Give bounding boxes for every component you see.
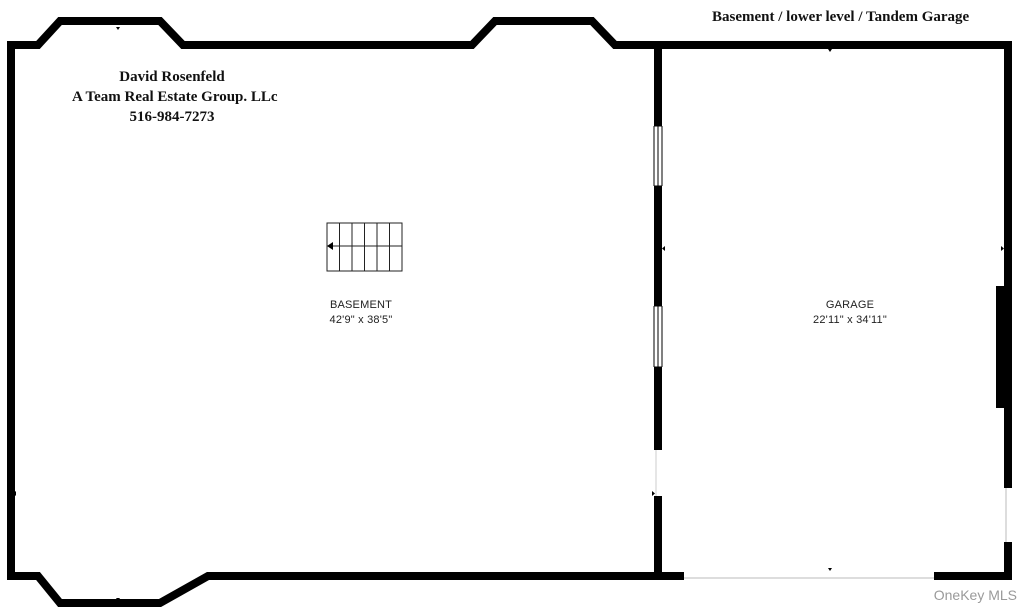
garage-top-wall (658, 41, 1012, 488)
agent-phone: 516-984-7273 (129, 109, 215, 125)
staircase (326, 222, 403, 272)
room-label-garage: GARAGE 22'11" x 34'11" (790, 298, 910, 328)
garage-door-panel (996, 286, 1004, 408)
divider-window-lower (653, 305, 663, 368)
basement-outer-wall (7, 17, 658, 607)
staircase-arrow-icon (327, 242, 333, 250)
agent-info: David Rosenfeld A Team Real Estate Group… (72, 67, 278, 127)
room-label-basement: BASEMENT 42'9" x 38'5" (301, 298, 421, 328)
wall-markers (13, 27, 1004, 601)
agent-name: David Rosenfeld (119, 69, 225, 85)
agent-company: A Team Real Estate Group. LLc (72, 89, 278, 105)
divider-window-upper (653, 125, 663, 187)
plan-title: Basement / lower level / Tandem Garage (712, 9, 970, 25)
room-dimensions: 42'9" x 38'5" (329, 314, 393, 326)
room-name: GARAGE (825, 299, 875, 311)
room-name: BASEMENT (329, 299, 393, 311)
room-dimensions: 22'11" x 34'11" (813, 314, 887, 326)
watermark: OneKey MLS (933, 587, 1017, 603)
